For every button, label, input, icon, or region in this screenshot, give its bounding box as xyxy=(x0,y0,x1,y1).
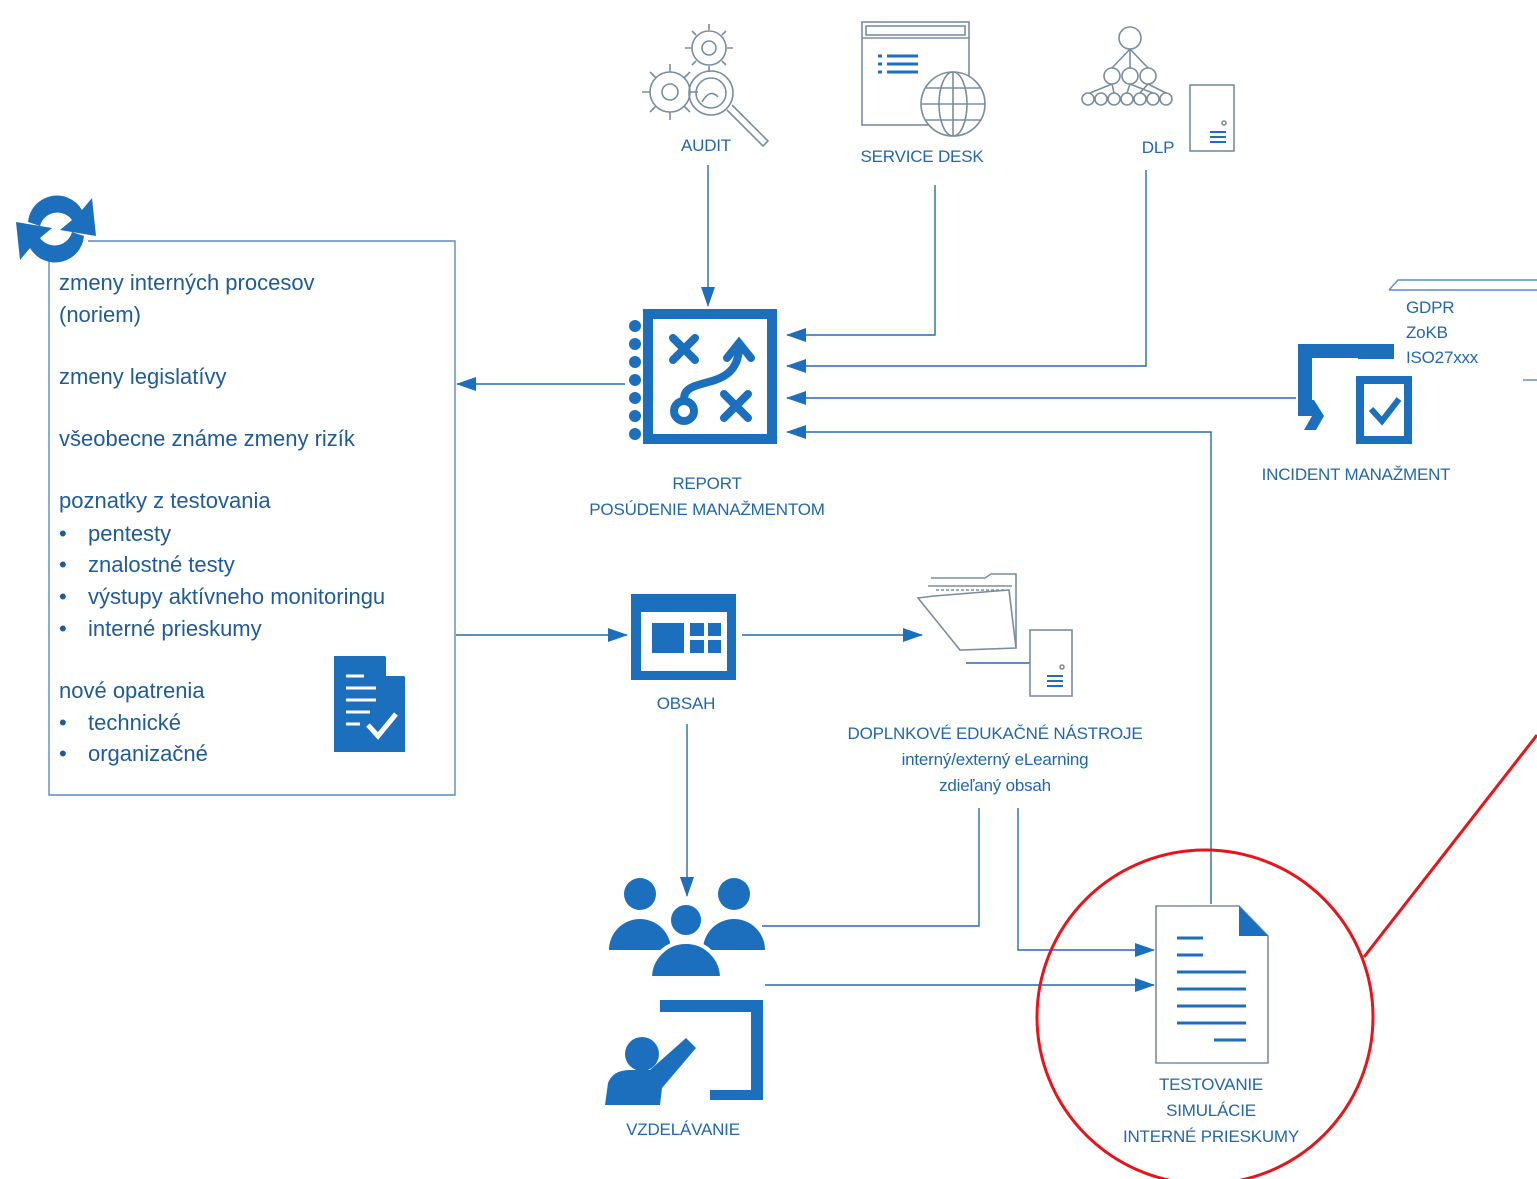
panel-bullet-organizacne: organizačné xyxy=(59,741,208,767)
report-sublabel: POSÚDENIE MANAŽMENTOM xyxy=(589,500,825,519)
panel-bullet-prieskumy: interné prieskumy xyxy=(59,616,262,642)
panel-item-norms: (noriem) xyxy=(59,302,141,327)
document-lines-icon xyxy=(1155,905,1269,1064)
arrow-tools-to-testing xyxy=(1017,808,1155,957)
highlight-callout xyxy=(1035,734,1537,1179)
vzdelavanie-label: VZDELÁVANIE xyxy=(626,1120,740,1139)
browser-globe-icon xyxy=(861,21,986,137)
monitor-check-icon xyxy=(1298,344,1412,444)
panel-bullet-monitoring: výstupy aktívneho monitoringu xyxy=(59,584,385,610)
panel-item-internal-processes: zmeny interných procesov xyxy=(59,270,315,295)
standard-zokb: ZoKB xyxy=(1406,323,1448,342)
panel-bullet-znalostne-testy: znalostné testy xyxy=(59,552,235,578)
panel-item-risks: všeobecne známe zmeny rizík xyxy=(59,426,355,451)
presenter-board-icon xyxy=(605,1000,763,1105)
standards-bracket xyxy=(1388,279,1537,381)
line-tools-to-users xyxy=(762,808,980,927)
panel-item-new-measures: nové opatrenia xyxy=(59,678,205,703)
testovanie-label: TESTOVANIE xyxy=(1158,1075,1264,1094)
doplnkove-line2: interný/externý eLearning xyxy=(901,750,1089,769)
standard-iso: ISO27xxx xyxy=(1406,348,1479,367)
changes-panel-border xyxy=(48,240,456,796)
arrow-servicedesk-to-report xyxy=(786,185,936,342)
checklist-document-icon xyxy=(334,656,405,752)
content-window-icon xyxy=(631,594,736,680)
service-desk-label: SERVICE DESK xyxy=(860,147,984,166)
obsah-label: OBSAH xyxy=(656,694,716,713)
user-group-icon xyxy=(609,878,765,980)
audit-label: AUDIT xyxy=(680,136,732,155)
org-tree-server-icon xyxy=(1081,26,1235,152)
panel-bullet-pentesty: pentesty xyxy=(59,521,171,547)
panel-item-legislation: zmeny legislatívy xyxy=(59,364,227,389)
interne-prieskumy-label: INTERNÉ PRIESKUMY xyxy=(1122,1127,1300,1146)
doplnkove-line3: zdieľaný obsah xyxy=(939,776,1051,795)
incident-label: INCIDENT MANAŽMENT xyxy=(1261,465,1451,484)
doplnkove-title: DOPLNKOVÉ EDUKAČNÉ NÁSTROJE xyxy=(847,724,1143,743)
standard-gdpr: GDPR xyxy=(1406,298,1455,317)
simulacie-label: SIMULÁCIE xyxy=(1166,1101,1256,1120)
gears-magnifier-icon xyxy=(642,24,770,148)
arrow-testing-to-report xyxy=(786,425,1212,904)
dlp-label: DLP xyxy=(1141,138,1175,157)
arrow-dlp-to-report xyxy=(786,170,1147,373)
refresh-cycle-icon xyxy=(16,195,96,263)
folder-server-icon xyxy=(916,573,1073,697)
panel-bullet-technicke: technické xyxy=(59,710,181,736)
report-label: REPORT xyxy=(672,474,742,493)
strategy-board-icon xyxy=(629,309,777,444)
panel-item-testing-insights: poznatky z testovania xyxy=(59,488,271,513)
